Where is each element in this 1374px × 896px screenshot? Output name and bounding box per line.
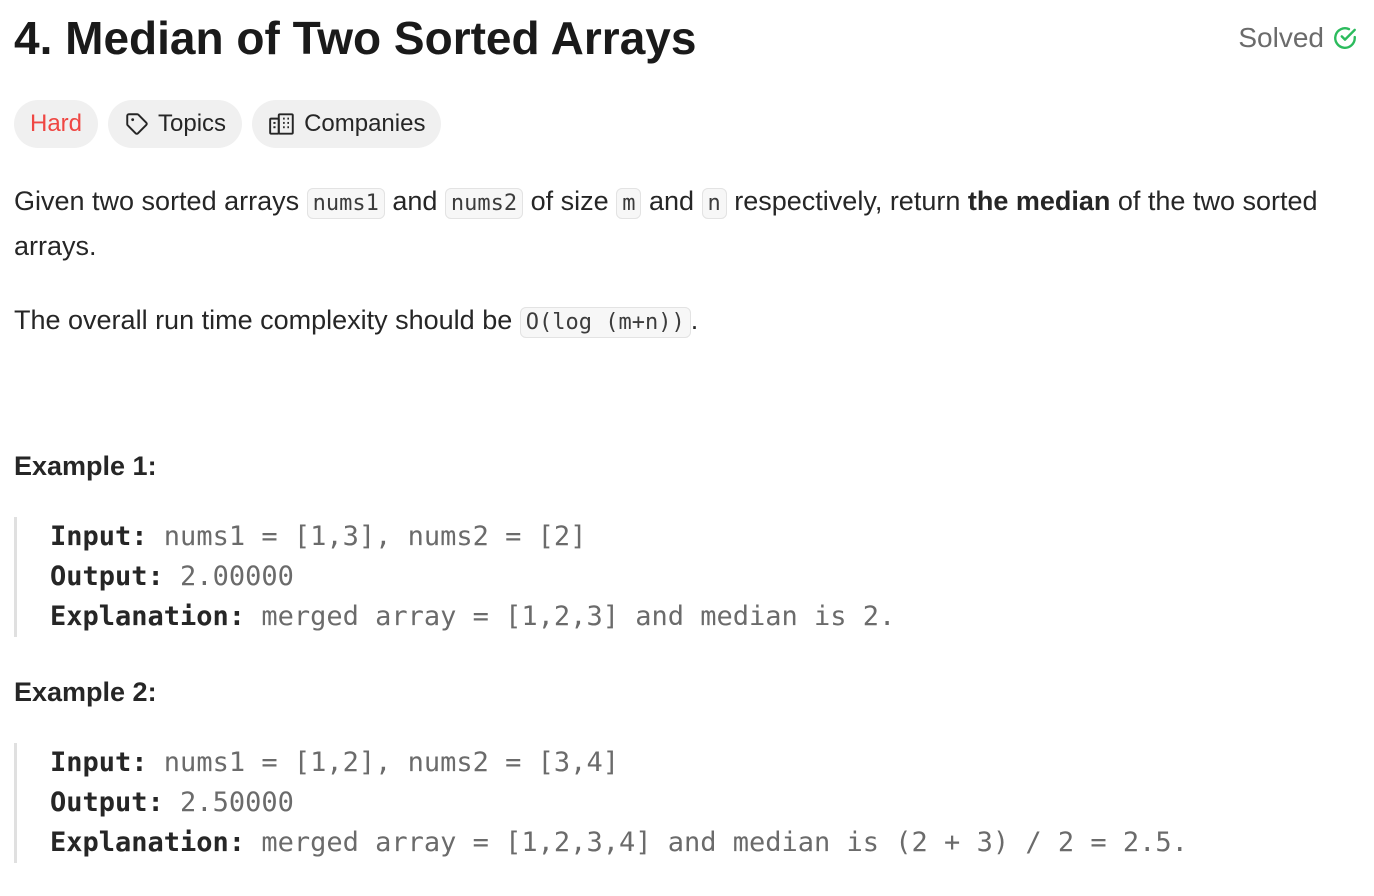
problem-description: Given two sorted arrays nums1 and nums2 … bbox=[14, 180, 1354, 344]
example-2-title: Example 2: bbox=[14, 677, 157, 707]
example-line: Explanation: merged array = [1,2,3,4] an… bbox=[50, 827, 1188, 858]
description-paragraph: Given two sorted arrays nums1 and nums2 … bbox=[14, 186, 1318, 261]
topics-button[interactable]: Topics bbox=[108, 100, 243, 148]
companies-label: Companies bbox=[304, 110, 426, 137]
inline-code: n bbox=[701, 188, 727, 219]
example-line: Input: nums1 = [1,3], nums2 = [2] bbox=[50, 521, 587, 552]
tag-icon bbox=[124, 111, 150, 137]
companies-button[interactable]: Companies bbox=[252, 100, 442, 148]
solved-status: Solved bbox=[1238, 22, 1358, 54]
status-label: Solved bbox=[1238, 22, 1324, 53]
example-2-block: Input: nums1 = [1,2], nums2 = [3,4] Outpu… bbox=[14, 743, 1188, 863]
example-1-block: Input: nums1 = [1,3], nums2 = [2] Output:… bbox=[14, 517, 895, 637]
problem-tags: Hard Topics Companies bbox=[14, 100, 442, 148]
check-circle-icon bbox=[1332, 25, 1358, 51]
topics-label: Topics bbox=[158, 110, 227, 137]
inline-code: m bbox=[616, 188, 642, 219]
complexity-paragraph: The overall run time complexity should b… bbox=[14, 299, 1354, 344]
inline-code: nums2 bbox=[444, 188, 524, 219]
example-line: Output: 2.00000 bbox=[50, 561, 294, 592]
problem-title: 4. Median of Two Sorted Arrays bbox=[14, 12, 697, 64]
difficulty-badge[interactable]: Hard bbox=[14, 100, 99, 148]
inline-code: nums1 bbox=[306, 188, 385, 219]
inline-code: O(log (m+n)) bbox=[519, 307, 691, 338]
example-line: Output: 2.50000 bbox=[50, 787, 294, 818]
difficulty-label: Hard bbox=[30, 110, 83, 137]
example-line: Input: nums1 = [1,2], nums2 = [3,4] bbox=[50, 747, 619, 778]
emphasis-text: the median bbox=[967, 186, 1111, 216]
example-line: Explanation: merged array = [1,2,3] and … bbox=[50, 601, 896, 632]
example-1-title: Example 1: bbox=[14, 451, 157, 481]
building-icon bbox=[268, 111, 296, 137]
problem-header: 4. Median of Two Sorted Arrays Solved bbox=[14, 10, 1358, 66]
